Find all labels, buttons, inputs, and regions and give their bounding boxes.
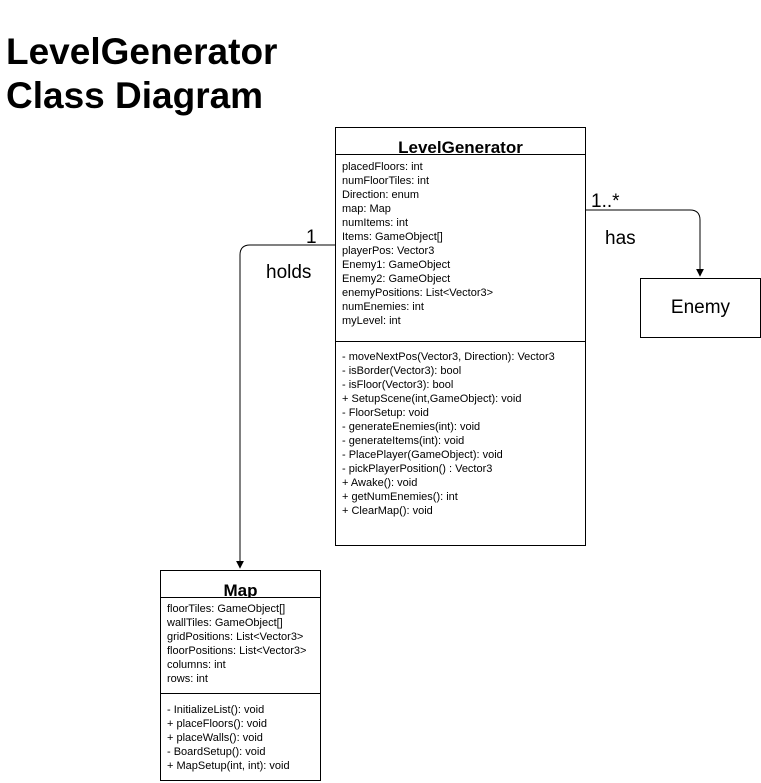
class-operation: - pickPlayerPosition() : Vector3 [342,463,493,475]
levelgenerator-attributes: placedFloors: int numFloorTiles: int Dir… [336,155,585,342]
title-line-1: LevelGenerator [6,31,278,72]
class-operation: + ClearMap(): void [342,505,433,517]
class-attribute: myLevel: int [342,315,401,327]
class-operation: - InitializeList(): void [167,704,265,716]
levelgenerator-class-box[interactable]: LevelGenerator placedFloors: int numFloo… [335,127,586,546]
class-attribute: placedFloors: int [342,161,423,173]
map-attributes: floorTiles: GameObject[] wallTiles: Game… [161,598,320,694]
class-operation: - isBorder(Vector3): bool [342,365,462,377]
diagram-title: LevelGenerator Class Diagram [6,30,277,118]
class-operation: - moveNextPos(Vector3, Direction): Vecto… [342,351,555,363]
enemy-class-name: Enemy [670,297,731,318]
class-operation: + SetupScene(int,GameObject): void [342,393,522,405]
holds-association-line [236,244,335,569]
class-attribute: floorPositions: List<Vector3> [167,645,307,657]
class-operation: - generateItems(int): void [342,435,465,447]
holds-label: holds [266,262,312,283]
has-label: has [605,228,636,249]
class-operation: - PlacePlayer(GameObject): void [342,449,503,461]
class-operation: + getNumEnemies(): int [342,491,458,503]
map-class-name: Map [161,571,320,598]
has-association-line [586,209,704,277]
levelgenerator-operations: - moveNextPos(Vector3, Direction): Vecto… [336,342,585,518]
class-operation: - BoardSetup(): void [167,746,266,758]
class-attribute: map: Map [342,203,391,215]
levelgenerator-class-name: LevelGenerator [336,128,585,155]
class-attribute: rows: int [167,673,208,685]
class-attribute: Enemy2: GameObject [342,273,451,285]
title-line-2: Class Diagram [6,75,264,116]
enemy-class-box[interactable]: Enemy [640,278,761,338]
class-attribute: Enemy1: GameObject [342,259,451,271]
class-attribute: floorTiles: GameObject[] [167,603,286,615]
class-attribute: numEnemies: int [342,301,424,313]
map-class-box[interactable]: Map floorTiles: GameObject[] wallTiles: … [160,570,321,781]
holds-multiplicity: 1 [306,227,317,248]
class-attribute: Direction: enum [342,189,420,201]
class-attribute: wallTiles: GameObject[] [167,617,283,629]
class-attribute: Items: GameObject[] [342,231,443,243]
class-operation: + MapSetup(int, int): void [167,760,290,772]
has-multiplicity: 1..* [591,191,620,212]
class-operation: + Awake(): void [342,477,418,489]
class-operation: + placeWalls(): void [167,732,263,744]
class-operation: + placeFloors(): void [167,718,267,730]
class-attribute: enemyPositions: List<Vector3> [342,287,494,299]
class-attribute: playerPos: Vector3 [342,245,435,257]
class-operation: - isFloor(Vector3): bool [342,379,454,391]
class-attribute: numFloorTiles: int [342,175,430,187]
map-operations: - InitializeList(): void + placeFloors()… [161,694,320,773]
class-attribute: columns: int [167,659,226,671]
class-operation: - generateEnemies(int): void [342,421,481,433]
class-attribute: gridPositions: List<Vector3> [167,631,304,643]
class-operation: - FloorSetup: void [342,407,429,419]
class-attribute: numItems: int [342,217,409,229]
